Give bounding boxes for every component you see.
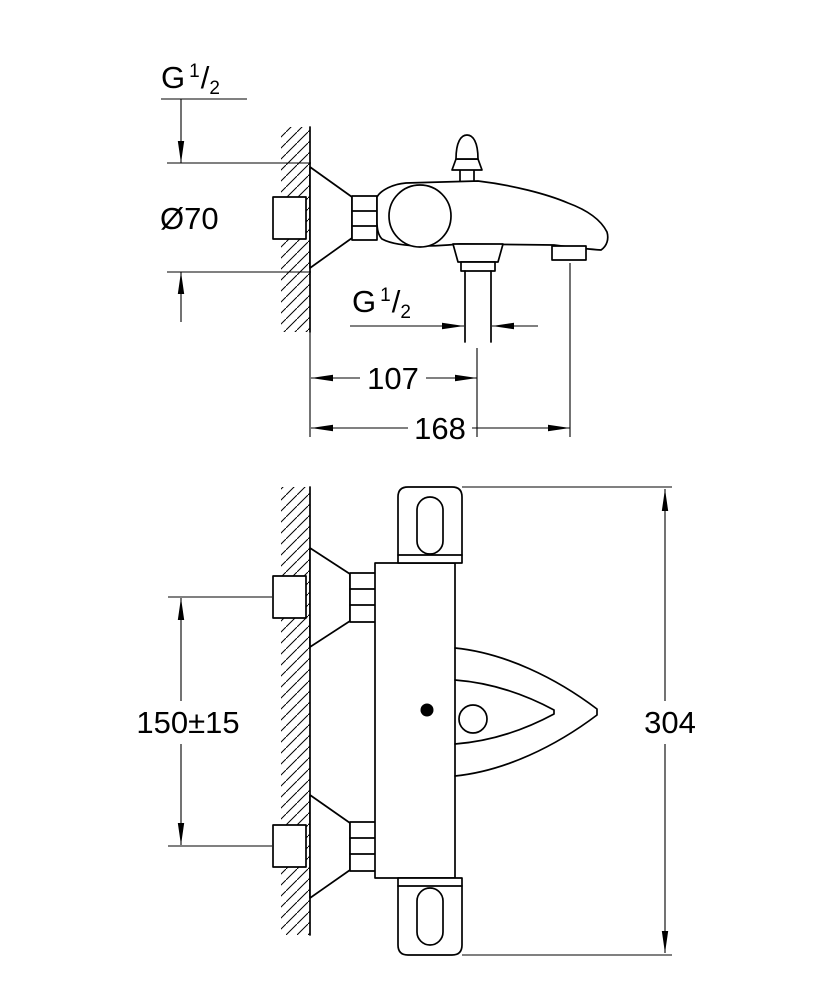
thread-denominator: 2 [400, 302, 411, 323]
hex-nut-front-bottom [349, 821, 378, 872]
union-square-top [272, 575, 307, 619]
escutcheon-side [309, 166, 353, 269]
union-square-bottom [272, 824, 307, 868]
label-dim-304: 304 [644, 705, 696, 740]
knob-top [397, 486, 463, 564]
thread-g: G [352, 284, 376, 319]
label-dim-150: 150±15 [136, 705, 239, 740]
hose-nipple [460, 261, 496, 272]
diverter-knob [455, 134, 479, 160]
thread-slash: / [392, 284, 401, 319]
hose-connector-nut [452, 243, 504, 263]
label-dim-107: 107 [367, 361, 419, 396]
thread-numerator: 1 [380, 285, 391, 306]
spout-front-outer [454, 647, 598, 777]
faucet-body-front [374, 562, 456, 879]
label-diameter: Ø70 [160, 201, 219, 236]
thread-numerator: 1 [189, 61, 200, 82]
thread-slash: / [201, 60, 210, 95]
diverter-flange [451, 158, 483, 171]
knob-bottom [397, 877, 463, 956]
thread-g: G [161, 60, 185, 95]
front-view: 150±15 304 [136, 486, 696, 956]
knob-top-grip [416, 496, 444, 555]
diverter-button [458, 704, 488, 734]
eco-dot [420, 703, 434, 717]
hex-nut-front-top [349, 572, 378, 623]
spout-aerator [551, 245, 587, 261]
knob-bottom-grip [416, 887, 444, 946]
union-square-side [272, 196, 307, 240]
thermostat-handle-side [388, 184, 452, 248]
thread-denominator: 2 [209, 78, 220, 99]
label-dim-168: 168 [414, 411, 466, 446]
spout-front-inner [454, 679, 555, 745]
escutcheon-front-bottom [309, 794, 351, 899]
escutcheon-front-top [309, 547, 351, 648]
hex-nut-side [351, 195, 378, 241]
